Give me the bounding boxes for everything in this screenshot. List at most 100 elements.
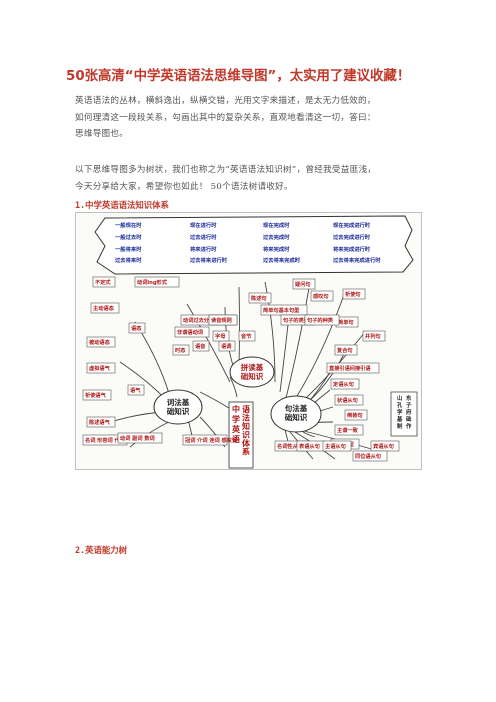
node-box (90, 302, 120, 314)
center-char: 语 (232, 434, 240, 444)
node-box (326, 362, 380, 374)
section-heading-grammar-system: 1.中学英语语法知识体系 (75, 200, 169, 210)
hub-syntax (270, 395, 322, 433)
node-box (330, 378, 360, 390)
left-node-label: 字母 (215, 332, 225, 340)
node-box (362, 330, 386, 342)
left-node-label: 陈述语气 (89, 418, 111, 426)
left-node-label: 不定式 (95, 278, 111, 286)
node-box (174, 326, 210, 338)
node-box (172, 344, 190, 356)
left-node-label: 语音 (195, 342, 206, 350)
center-char: 学 (232, 414, 240, 424)
right-node-label: 定语从句 (332, 380, 354, 388)
center-char: 知 (242, 421, 250, 431)
node-box (92, 276, 116, 288)
tense-label: 将来完成进行时 (333, 245, 371, 253)
center-char: 中 (232, 404, 240, 414)
tense-label: 过去完成时 (263, 233, 290, 241)
node-box (208, 314, 238, 326)
hub-phonics (229, 356, 275, 388)
tense-label: 一般过去时 (115, 233, 142, 241)
node-box (134, 276, 180, 288)
node-box (352, 450, 388, 462)
intro-line: 思维导图也。 (75, 129, 129, 139)
center-char: 语 (242, 404, 250, 414)
right-node-label: 宾语从句 (373, 442, 394, 450)
tense-label: 过去将来进行时 (190, 256, 228, 264)
center-char: 系 (242, 447, 250, 457)
node-box (292, 278, 316, 290)
node-box (86, 336, 116, 348)
left-node-label: 祈使语气 (85, 391, 107, 399)
share-paragraph: 以下思维导图多为树状，我们也称之为“英语语法知识树”，曾经我受益匪浅， 今天分享… (75, 162, 435, 195)
node-box (342, 288, 366, 300)
node-box (86, 416, 116, 428)
side-note-char: 作 (406, 422, 412, 430)
left-node-label: 动词 副词 数词 (120, 434, 155, 442)
right-node-label: 表语从句 (298, 442, 320, 450)
side-note-box (390, 391, 418, 437)
node-box (334, 344, 358, 356)
side-note-char: 础 (406, 415, 412, 423)
left-node-label: 非谓语动词 (177, 328, 203, 336)
center-char: 识 (242, 430, 250, 440)
node-box (334, 424, 364, 436)
side-note-char: 东 (406, 394, 412, 402)
tense-banner (94, 215, 414, 275)
right-node-label: 名词性从句 (277, 442, 303, 450)
right-node-label: 倒装句 (346, 411, 363, 419)
left-node-label: 音节 (241, 332, 252, 340)
right-node-label: 直接引语间接引语 (329, 364, 371, 372)
center-char: 法 (242, 413, 250, 423)
tense-label: 过去将来完成进行时 (333, 256, 381, 264)
center-char: 体 (242, 438, 251, 448)
left-node-label: 被动语态 (89, 338, 111, 346)
hub-phonics-label: 础知识 (241, 371, 264, 381)
right-node-label: 陈述句 (251, 294, 267, 302)
node-box (238, 330, 256, 342)
right-node-label: 句子的类型 (283, 316, 310, 324)
left-node-label: 名词 形容词 代词 (85, 436, 125, 444)
left-node-label: 读音规则 (211, 316, 232, 324)
right-node-label: 疑问句 (295, 280, 311, 288)
node-box (322, 440, 352, 452)
side-note-char: 学 (397, 408, 403, 416)
node-box (248, 292, 272, 304)
side-note-char: 子 (406, 402, 412, 409)
right-node-label: 状语从句 (337, 396, 358, 404)
node-box (344, 409, 368, 421)
intro-paragraph: 英语语法的丛林，横斜逸出，纵横交错，光用文字来描述，是太无力低效的， 如何理清这… (75, 93, 435, 143)
tense-label: 现在进行时 (190, 221, 217, 229)
left-node-label: 语态 (131, 324, 142, 332)
right-node-label: 同位语从句 (355, 452, 381, 460)
node-box (192, 340, 210, 352)
node-box (304, 314, 340, 326)
left-node-label: 语调 (221, 342, 231, 350)
center-box (228, 401, 254, 469)
node-box (334, 394, 364, 406)
side-note-char: 山 (397, 394, 402, 402)
right-node-label: 主语从句 (325, 442, 346, 450)
left-node-label: 虚拟语气 (89, 364, 111, 372)
right-node-label: 祈使句 (345, 290, 361, 298)
right-node-label: 复合句 (336, 346, 353, 354)
left-node-label: 动词过去分词 (183, 316, 214, 324)
node-box (86, 362, 116, 374)
left-node-label: 主动语态 (93, 304, 115, 312)
left-node-label: 语气 (130, 386, 141, 394)
side-note-char: 基 (396, 415, 403, 423)
node-box (212, 330, 230, 342)
tense-label: 过去进行时 (190, 233, 217, 241)
tense-label: 将来进行时 (190, 245, 217, 253)
intro-line: 英语语法的丛林，横斜逸出，纵横交错，光用文字来描述，是太无力低效的， (75, 96, 376, 106)
tense-label: 一般将来时 (115, 245, 142, 253)
left-node-label: 动词ing形式 (137, 278, 168, 286)
node-box (82, 389, 112, 401)
share-line: 以下思维导图多为树状，我们也称之为“英语语法知识树”，曾经我受益匪浅， (75, 165, 377, 175)
hub-syntax-label: 础知识 (285, 412, 308, 422)
side-note-char: 府 (406, 408, 412, 416)
right-node-label: 感叹句 (313, 292, 329, 300)
node-box (182, 434, 228, 446)
